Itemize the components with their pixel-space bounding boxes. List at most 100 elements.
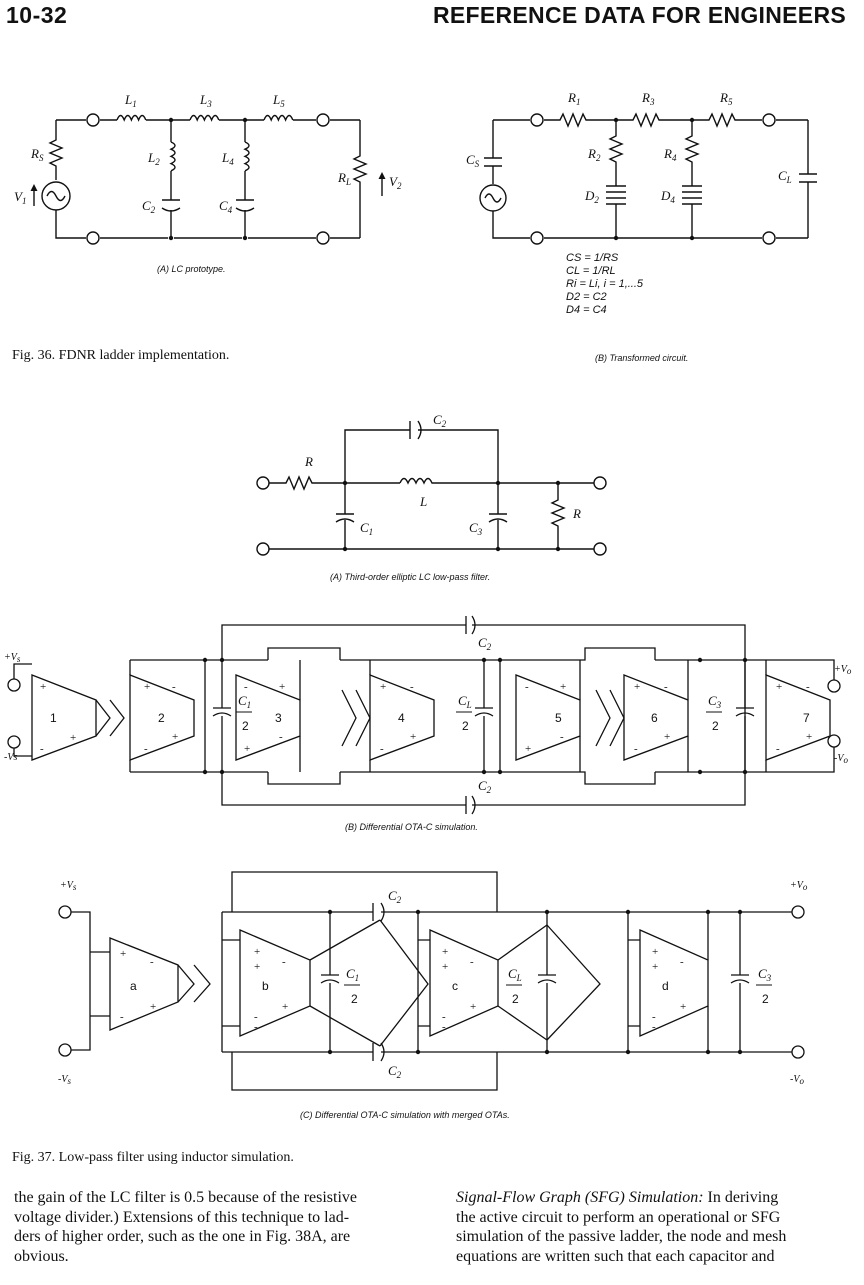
svg-text:-Vo: -Vo <box>790 1074 804 1086</box>
svg-text:+: + <box>442 946 448 958</box>
body-left-line-3: ders of higher order, such as the one in… <box>14 1228 351 1245</box>
svg-text:-: - <box>634 743 638 755</box>
running-title: REFERENCE DATA FOR ENGINEERS <box>432 2 846 28</box>
fig37c-merged-ota-schematic: +Vs -Vs +Vo -Vo C2 C2 C1 2 CL 2 C3 2 a b… <box>58 871 808 1091</box>
svg-text:C3: C3 <box>758 966 772 983</box>
svg-text:+: + <box>525 743 531 755</box>
ota-a-label: a <box>130 979 137 993</box>
svg-text:+: + <box>150 1001 156 1013</box>
svg-text:-: - <box>150 956 154 968</box>
fig37b-caption: (B) Differential OTA-C simulation. <box>345 822 478 832</box>
body-left-line-1: the gain of the LC filter is 0.5 because… <box>14 1189 358 1206</box>
svg-text:+: + <box>380 681 386 693</box>
body-left-line-4: obvious. <box>14 1247 69 1265</box>
svg-text:-: - <box>244 681 248 693</box>
equation-cs: CS = 1/RS <box>566 252 619 264</box>
fig36a-caption: (A) LC prototype. <box>157 264 226 274</box>
ota-d-label: d <box>662 979 669 993</box>
body-right-line-1-rest: In deriving <box>703 1189 779 1206</box>
svg-text:-: - <box>380 743 384 755</box>
equation-d2: D2 = C2 <box>566 291 607 303</box>
svg-text:+: + <box>652 946 658 958</box>
page-number: 10-32 <box>6 2 68 28</box>
svg-text:+Vs: +Vs <box>4 652 21 664</box>
svg-text:-: - <box>525 681 529 693</box>
ota-6-label: 6 <box>651 711 658 725</box>
body-left-column: the gain of the LC filter is 0.5 because… <box>14 1188 407 1266</box>
fig37-caption: Fig. 37. Low-pass filter using inductor … <box>12 1150 294 1165</box>
svg-text:+: + <box>40 681 46 693</box>
svg-text:-: - <box>652 1021 656 1033</box>
body-left-line-2: voltage divider.) Extensions of this tec… <box>14 1208 350 1226</box>
svg-text:+: + <box>680 1001 686 1013</box>
ota-c-label: c <box>452 979 458 993</box>
svg-text:2: 2 <box>762 992 769 1006</box>
svg-text:2: 2 <box>242 719 249 733</box>
ota-7-label: 7 <box>803 711 810 725</box>
svg-text:+: + <box>279 681 285 693</box>
svg-text:-: - <box>470 956 474 968</box>
svg-text:-: - <box>282 956 286 968</box>
svg-text:+Vs: +Vs <box>60 880 77 892</box>
svg-text:+: + <box>120 948 126 960</box>
svg-text:+: + <box>254 946 260 958</box>
svg-text:+: + <box>244 743 250 755</box>
svg-text:+: + <box>172 731 178 743</box>
fig36b-equations: CS = 1/RS CL = 1/RL Ri = Li, i = 1,...5 … <box>566 252 643 317</box>
svg-text:-: - <box>410 681 414 693</box>
svg-text:+: + <box>470 1001 476 1013</box>
svg-text:+Vo: +Vo <box>834 664 852 676</box>
equation-ri: Ri = Li, i = 1,...5 <box>566 278 644 290</box>
body-right-line-3: simulation of the passive ladder, the no… <box>456 1228 787 1245</box>
svg-text:+: + <box>806 731 812 743</box>
fig36a-lc-prototype-schematic: L1 L3 L5 RS V1 L2 L4 C2 C4 RL V2 <box>14 92 402 245</box>
svg-text:-: - <box>806 681 810 693</box>
svg-text:-: - <box>172 681 176 693</box>
svg-text:-: - <box>279 731 283 743</box>
body-right-line-2: the active circuit to perform an operati… <box>456 1208 781 1226</box>
svg-text:+: + <box>442 961 448 973</box>
ota-2-label: 2 <box>158 711 165 725</box>
svg-text:-: - <box>560 731 564 743</box>
fig36a-caption-layer: (A) LC prototype. <box>157 264 226 274</box>
body-right-column: Signal-Flow Graph (SFG) Simulation: In d… <box>456 1188 854 1266</box>
fig37b-ota-c-schematic: C2 C2 +Vs -Vs +Vo -Vo C1 2 CL 2 C3 2 1 2… <box>4 615 852 815</box>
fig36-caption: Fig. 36. FDNR ladder implementation. <box>12 348 230 363</box>
equation-d4: D4 = C4 <box>566 304 607 316</box>
ota-1-label: 1 <box>50 711 57 725</box>
svg-text:-: - <box>776 743 780 755</box>
svg-text:+Vo: +Vo <box>790 880 808 892</box>
page-header: 10-32 REFERENCE DATA FOR ENGINEERS <box>0 0 864 34</box>
ota-5-label: 5 <box>555 711 562 725</box>
svg-text:-: - <box>120 1011 124 1023</box>
svg-text:+: + <box>560 681 566 693</box>
svg-text:2: 2 <box>512 992 519 1006</box>
fig36b-transformed-circuit-schematic: R1 R3 R5 CS R2 R4 D2 D4 CL <box>466 90 817 245</box>
svg-text:+: + <box>144 681 150 693</box>
svg-text:-Vs: -Vs <box>58 1074 71 1086</box>
svg-text:-: - <box>144 743 148 755</box>
svg-text:+: + <box>410 731 416 743</box>
svg-text:-: - <box>40 743 44 755</box>
svg-text:-: - <box>442 1021 446 1033</box>
equation-cl: CL = 1/RL <box>566 265 616 277</box>
svg-text:-Vo: -Vo <box>834 753 848 765</box>
svg-text:+: + <box>70 732 76 744</box>
svg-text:-: - <box>254 1011 258 1023</box>
svg-text:2: 2 <box>351 992 358 1006</box>
svg-text:R: R <box>304 454 313 469</box>
svg-text:-: - <box>652 1011 656 1023</box>
fig37a-elliptic-filter-schematic: C2 R L C1 C3 R <box>256 412 607 556</box>
svg-text:+: + <box>664 731 670 743</box>
svg-text:R: R <box>572 506 581 521</box>
svg-text:-: - <box>254 1021 258 1033</box>
svg-text:+: + <box>634 681 640 693</box>
svg-text:-: - <box>442 1011 446 1023</box>
svg-text:2: 2 <box>712 719 719 733</box>
ota-b-label: b <box>262 979 269 993</box>
svg-text:C2: C2 <box>388 888 402 905</box>
ota-3-label: 3 <box>275 711 282 725</box>
svg-text:-Vs: -Vs <box>4 752 17 763</box>
svg-text:2: 2 <box>462 719 469 733</box>
fig37c-caption: (C) Differential OTA-C simulation with m… <box>300 1110 510 1120</box>
